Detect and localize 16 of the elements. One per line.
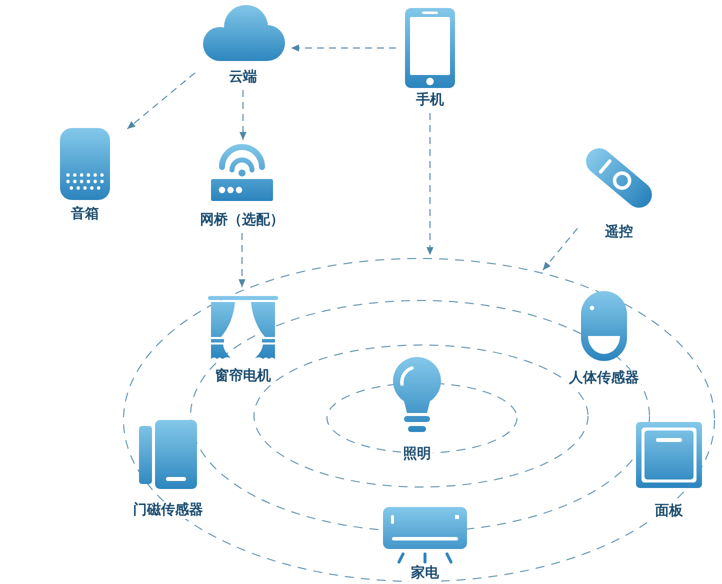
device-label: 云端 xyxy=(227,69,259,86)
dashed-arrow xyxy=(290,44,396,52)
device-label: 家电 xyxy=(409,565,441,582)
device-label: 门磁传感器 xyxy=(131,502,205,519)
device-label: 照明 xyxy=(401,446,433,463)
device-label: 面板 xyxy=(653,503,685,520)
device-label: 人体传感器 xyxy=(567,370,641,387)
dashed-arrow xyxy=(240,90,246,140)
device-label: 音箱 xyxy=(69,206,101,223)
device-label: 窗帘电机 xyxy=(213,368,273,385)
dashed-arrow xyxy=(542,228,578,271)
dashed-arrow xyxy=(238,232,246,288)
device-label: 遥控 xyxy=(603,224,635,241)
dashed-arrow xyxy=(426,112,434,256)
dashed-arrow xyxy=(126,72,196,130)
device-label: 手机 xyxy=(414,92,446,109)
